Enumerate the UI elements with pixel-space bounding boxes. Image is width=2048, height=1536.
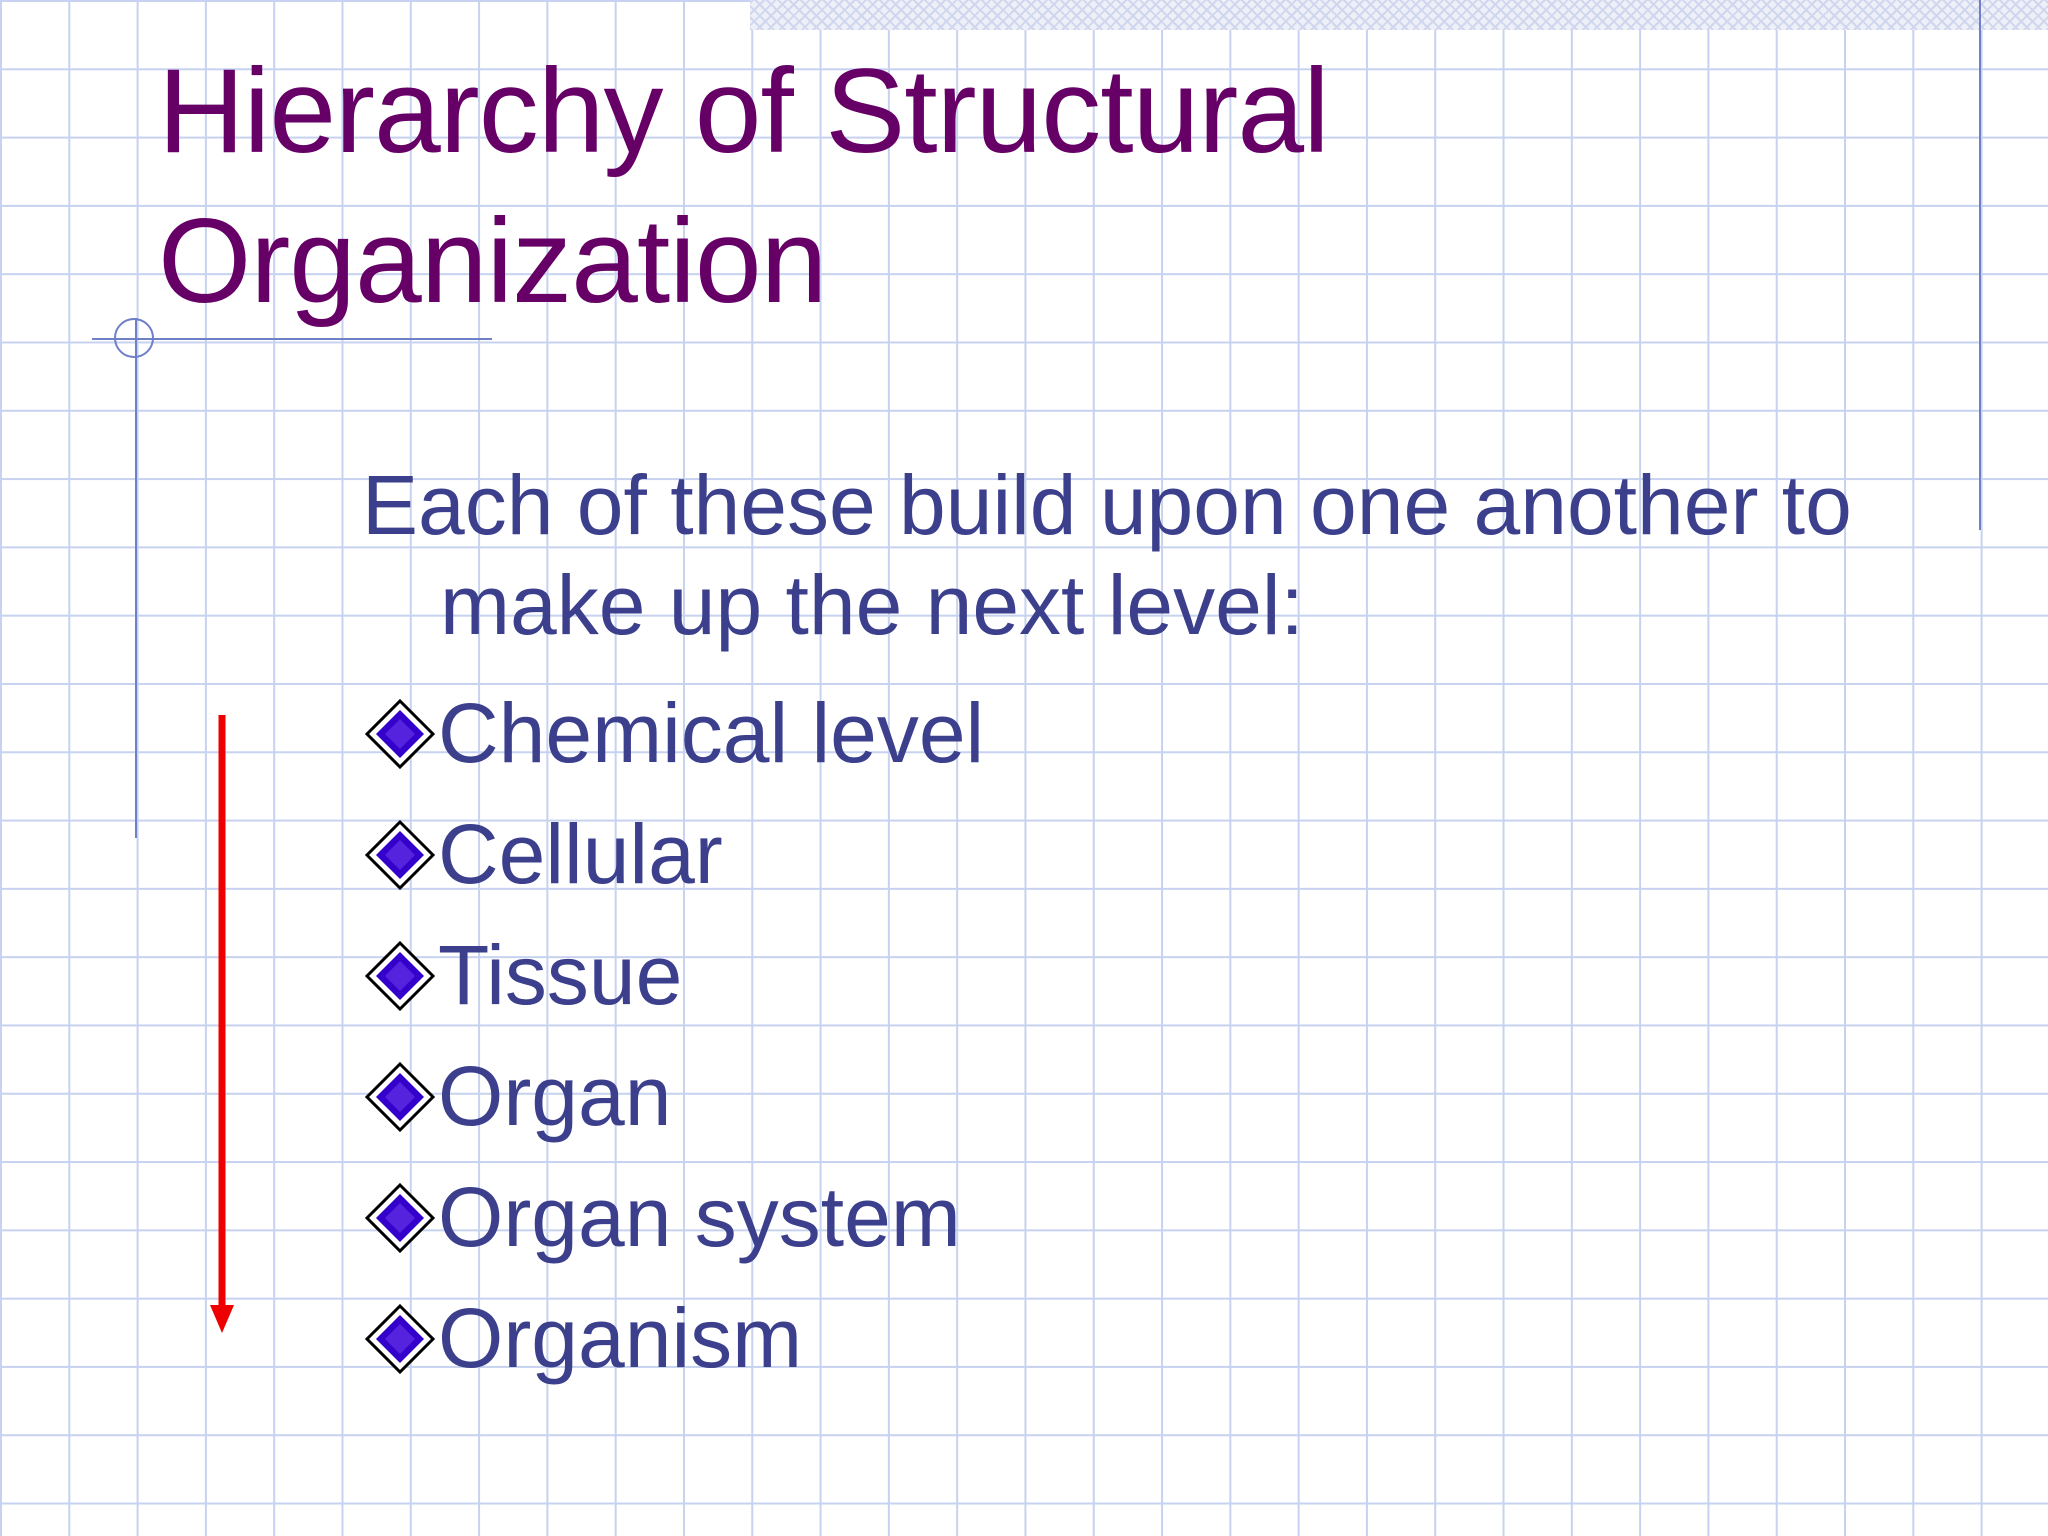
list-item: Organ — [362, 1036, 984, 1157]
list-item: Organ system — [362, 1157, 984, 1278]
level-label: Tissue — [438, 928, 683, 1022]
intro-text: Each of these build upon one another to … — [362, 458, 1852, 652]
corner-circle-decor — [114, 318, 154, 358]
arrow-down-icon — [210, 715, 234, 1333]
list-item: Chemical level — [362, 673, 984, 794]
list-item: Organism — [362, 1278, 984, 1399]
diamond-bullet-icon — [364, 940, 436, 1011]
diamond-bullet-icon — [364, 1061, 436, 1132]
levels-list: Chemical level Cellular Tissue — [362, 673, 984, 1399]
title-underline-rule — [92, 338, 492, 340]
diamond-bullet-icon — [364, 1182, 436, 1253]
left-decor-rule — [135, 318, 137, 838]
diamond-bullet-icon — [364, 819, 436, 890]
level-label: Cellular — [438, 807, 723, 901]
diamond-bullet-icon — [364, 698, 436, 769]
level-label: Organ system — [438, 1170, 961, 1264]
level-label: Organism — [438, 1291, 803, 1385]
diamond-bullet-icon — [364, 1303, 436, 1374]
slide-title: Hierarchy of Structural Organization — [158, 44, 1330, 328]
right-decor-rule — [1979, 0, 1981, 530]
list-item: Cellular — [362, 794, 984, 915]
top-decor-band — [750, 0, 2048, 30]
level-label: Chemical level — [438, 686, 985, 780]
list-item: Tissue — [362, 915, 984, 1036]
level-label: Organ — [438, 1049, 672, 1143]
